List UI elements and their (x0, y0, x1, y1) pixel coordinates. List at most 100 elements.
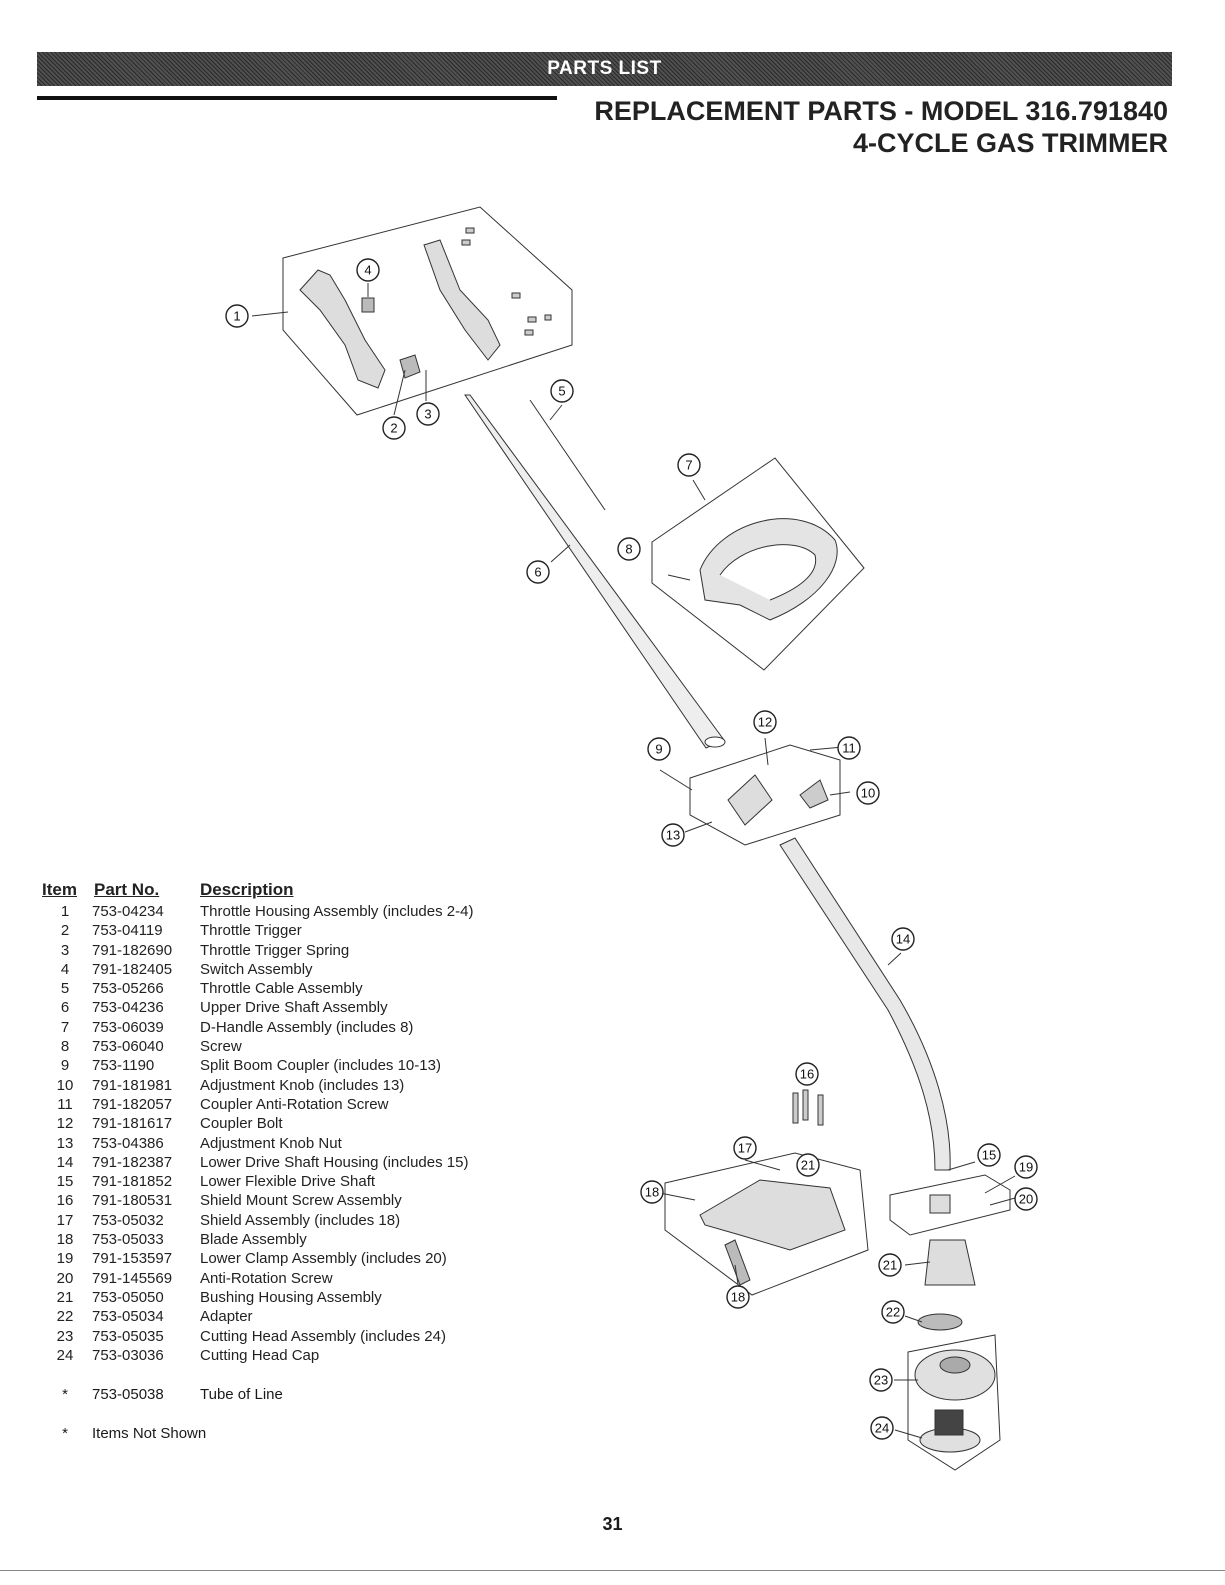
row-item: 23 (56, 1327, 74, 1345)
trigger-shape (399, 354, 421, 379)
adapter-shape (917, 1313, 963, 1331)
row-description: Shield Assembly (includes 18) (200, 1211, 401, 1229)
row-item: 1 (60, 903, 70, 920)
row-item: 14 (56, 1153, 74, 1171)
svg-text:11: 11 (842, 741, 856, 756)
callout-6: 6 (526, 560, 550, 584)
header-rule (37, 96, 557, 100)
row-item: 8 (60, 1038, 70, 1056)
coupler-panel (689, 744, 841, 846)
callout-1: 1 (225, 304, 249, 328)
svg-text:21: 21 (801, 1158, 815, 1173)
page-subtitle: 4-CYCLE GAS TRIMMER (852, 128, 1168, 158)
row-description: Bushing Housing Assembly (200, 1288, 382, 1306)
callout-21-a: 21 (796, 1153, 820, 1177)
callout-18-b: 18 (726, 1285, 750, 1309)
shield-shape (699, 1179, 846, 1251)
footnote: * Items Not Shown (42, 1424, 562, 1443)
callout-19: 19 (1014, 1155, 1038, 1179)
cutting-head-shape (914, 1349, 996, 1401)
row-description: Cutting Head Assembly (includes 24) (200, 1327, 446, 1345)
table-row: 11 791-182057 Coupler Anti-Rotation Screw (42, 1095, 562, 1114)
header-part-no: Part No. (94, 880, 160, 899)
row-description: Lower Drive Shaft Housing (includes 15) (200, 1153, 469, 1171)
row-item: 5 (60, 980, 70, 998)
svg-text:12: 12 (758, 715, 772, 730)
row-part-no: 791-182057 (92, 1095, 173, 1113)
upper-drive-shaft (464, 394, 725, 749)
row-part-no: 791-145569 (92, 1269, 173, 1287)
row-part-no: 753-05033 (92, 1231, 164, 1249)
svg-text:17: 17 (738, 1141, 752, 1156)
svg-text:4: 4 (364, 263, 371, 278)
callout-10: 10 (856, 781, 880, 805)
row-part-no: 753-05032 (92, 1211, 164, 1229)
header-item: Item (42, 880, 77, 899)
row-item: 19 (56, 1250, 74, 1268)
callout-8: 8 (617, 537, 641, 561)
parts-list-banner: PARTS LIST (37, 52, 1172, 86)
shield-panel (664, 1152, 869, 1296)
row-item: 18 (56, 1231, 74, 1249)
svg-text:10: 10 (861, 786, 875, 801)
page-number: 31 (602, 1514, 623, 1534)
row-item: 10 (56, 1076, 74, 1094)
row-item: 6 (60, 999, 70, 1017)
row-item: 22 (56, 1308, 74, 1326)
callout-3: 3 (416, 402, 440, 426)
svg-text:14: 14 (896, 932, 910, 947)
row-description: Shield Mount Screw Assembly (200, 1192, 402, 1210)
page-title: REPLACEMENT PARTS - MODEL 316.791840 (594, 96, 1168, 126)
svg-text:9: 9 (655, 742, 662, 757)
row-part-no: 791-181981 (92, 1076, 173, 1094)
row-item: 4 (60, 960, 70, 978)
row-part-no: 753-05050 (92, 1288, 164, 1306)
callout-11: 11 (837, 736, 861, 760)
row-description: Split Boom Coupler (includes 10-13) (200, 1057, 441, 1075)
callout-23: 23 (869, 1368, 893, 1392)
lower-drive-shaft (779, 837, 951, 1171)
row-description: Throttle Trigger (200, 922, 302, 940)
table-row: 1 753-04234 Throttle Housing Assembly (inc… (42, 902, 562, 921)
svg-text:2: 2 (390, 421, 397, 436)
row-item: 3 (60, 941, 70, 959)
callout-22: 22 (881, 1300, 905, 1324)
row-item: 2 (60, 922, 70, 940)
extra-description: Tube of Line (200, 1386, 283, 1403)
callout-17: 17 (733, 1136, 757, 1160)
throttle-handle-shape (299, 269, 386, 389)
row-description: Coupler Anti-Rotation Screw (200, 1095, 389, 1113)
row-description: Cutting Head Cap (200, 1346, 320, 1364)
callout-7: 7 (677, 453, 701, 477)
bottom-rule (0, 1570, 1225, 1571)
row-description: Adapter (200, 1308, 253, 1326)
row-item: 16 (56, 1192, 74, 1210)
extra-part-no: 753-05038 (92, 1386, 164, 1403)
svg-text:13: 13 (666, 828, 680, 843)
row-description: Throttle Housing Assembly (includes 2-4) (200, 903, 474, 920)
callout-21-b: 21 (878, 1253, 902, 1277)
banner-text: PARTS LIST (547, 58, 662, 79)
extra-item: * (62, 1386, 68, 1403)
row-item: 11 (57, 1095, 73, 1113)
row-part-no: 753-04236 (92, 999, 164, 1017)
svg-text:24: 24 (875, 1421, 889, 1436)
row-part-no: 753-04234 (92, 903, 164, 920)
callout-15: 15 (977, 1143, 1001, 1167)
row-item: 13 (56, 1134, 74, 1152)
row-part-no: 791-181617 (92, 1115, 173, 1133)
svg-text:19: 19 (1019, 1160, 1033, 1175)
callout-4: 4 (356, 258, 380, 282)
svg-text:15: 15 (982, 1148, 996, 1163)
svg-text:21: 21 (883, 1258, 897, 1273)
callout-12: 12 (753, 710, 777, 734)
